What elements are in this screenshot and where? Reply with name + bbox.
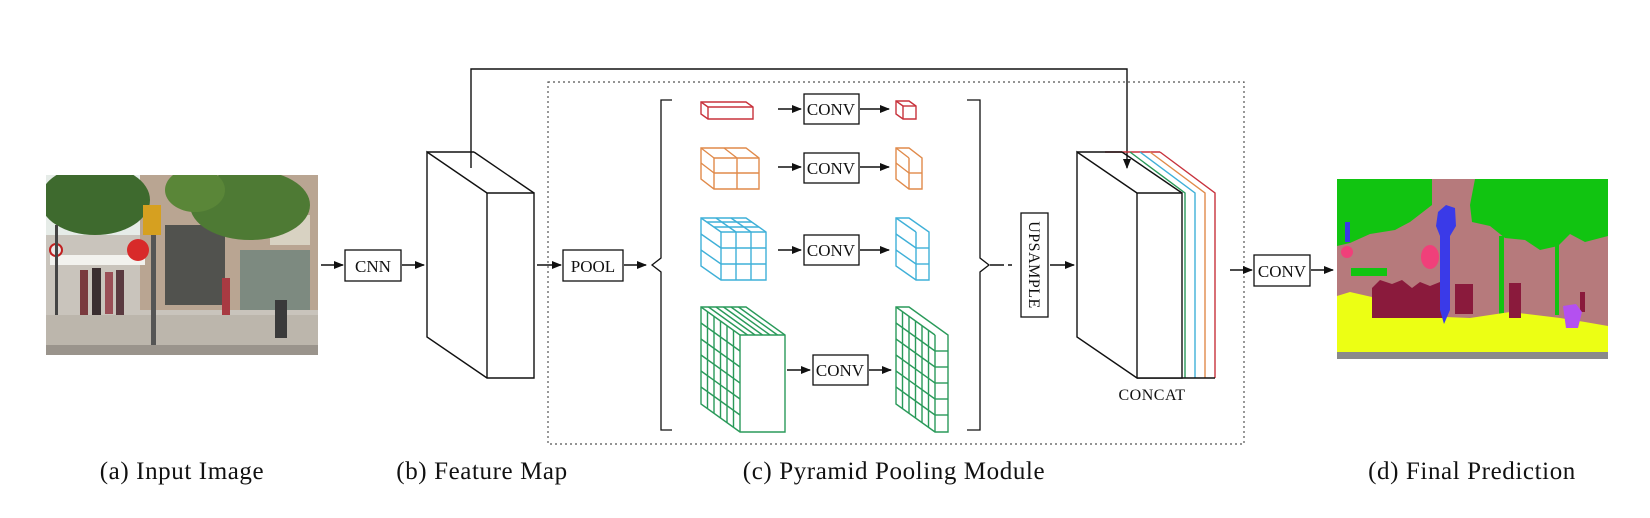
- seg-person-group: [1372, 280, 1446, 318]
- upsample-box: [1020, 212, 1049, 318]
- seg-pole: [1436, 205, 1456, 324]
- cnn-box: [344, 249, 402, 282]
- conv-label-level4: CONV: [816, 361, 865, 380]
- concat-feature-block: [1076, 150, 1183, 379]
- pool-level-2-output: [895, 147, 923, 190]
- feature-map-block: [426, 150, 535, 379]
- conv-label-level2: CONV: [807, 159, 856, 178]
- pool-level-3-output: [895, 217, 930, 281]
- concat-slice-level2: [1149, 151, 1206, 378]
- seg-tree-left: [1337, 179, 1432, 246]
- pool-label: POOL: [571, 257, 615, 276]
- input-image: [46, 175, 318, 355]
- concat-slice-level3: [1139, 151, 1196, 378]
- seg-tree-right: [1470, 179, 1608, 250]
- conv-label-level1: CONV: [807, 100, 856, 119]
- seg-object: [1563, 304, 1582, 328]
- seg-sign: [1341, 246, 1353, 258]
- ppm-frame: [547, 81, 1245, 445]
- pool-level-3-input: [700, 217, 767, 281]
- seg-road: [1337, 352, 1608, 359]
- pool-level-4-output: [895, 306, 949, 433]
- caption-pyramid-pooling-module: (c) Pyramid Pooling Module: [743, 458, 1045, 485]
- cnn-label: CNN: [355, 257, 391, 276]
- conv-box-level1: [803, 93, 860, 125]
- pool-box: [562, 249, 624, 282]
- conv-label-level3: CONV: [807, 241, 856, 260]
- final-conv-box: [1253, 254, 1311, 287]
- conv-box-level4: [812, 354, 869, 386]
- caption-input-image: (a) Input Image: [100, 458, 264, 485]
- right-bracket: [967, 99, 991, 431]
- conv-box-level2: [803, 152, 860, 184]
- segmentation-prediction: [1337, 179, 1608, 359]
- seg-sidewalk: [1337, 292, 1608, 359]
- concat-slice-level4: [1129, 151, 1186, 378]
- concat-label: CONCAT: [1118, 387, 1185, 404]
- conv-box-level3: [803, 234, 860, 266]
- pool-level-2-input: [700, 147, 760, 190]
- caption-feature-map: (b) Feature Map: [396, 458, 567, 485]
- left-bracket: [650, 99, 672, 431]
- caption-final-prediction: (d) Final Prediction: [1368, 458, 1576, 485]
- upsample-label: UPSAMPLE: [1025, 221, 1042, 309]
- skip-connection-arrow: [470, 68, 1131, 169]
- pool-level-4-input: [700, 306, 786, 433]
- pool-level-1-input: [700, 101, 754, 120]
- final-conv-label: CONV: [1258, 262, 1307, 281]
- pool-level-1-output: [895, 100, 917, 120]
- concat-slice-level1: [1159, 151, 1216, 378]
